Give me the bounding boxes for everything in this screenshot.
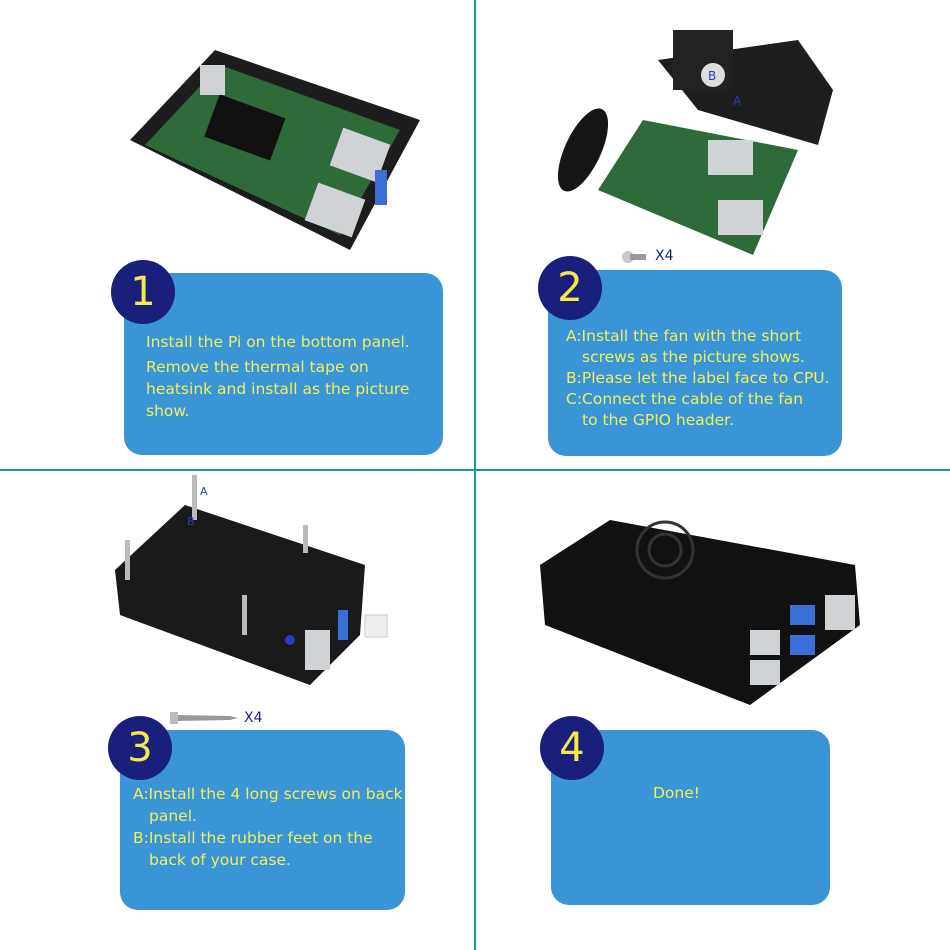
- step-line: back of your case.: [149, 851, 291, 869]
- label-b: B: [187, 515, 195, 528]
- screw-count: X4: [244, 710, 263, 726]
- step-line: B:Install the rubber feet on the: [133, 829, 373, 847]
- short-screw-icon: [622, 251, 646, 263]
- step-line: C:Connect the cable of the fan: [566, 390, 804, 408]
- horizontal-divider: [0, 469, 950, 471]
- step-line: B:Please let the label face to CPU.: [566, 369, 830, 387]
- screw-count: X4: [655, 248, 674, 264]
- vertical-divider: [474, 0, 476, 950]
- step-line: Remove the thermal tape on: [146, 358, 369, 376]
- step-3-text: A:Install the 4 long screws on back pane…: [133, 783, 403, 871]
- step-line: Install the Pi on the bottom panel.: [146, 333, 410, 351]
- step-line: A:Install the fan with the short: [566, 327, 802, 345]
- step-line: heatsink and install as the picture: [146, 380, 410, 398]
- step-line: show.: [146, 402, 190, 420]
- finished-case-image: [540, 520, 860, 705]
- step-4-number: 4: [540, 716, 604, 780]
- long-screw-icon: [170, 712, 238, 724]
- step-3-number: 3: [108, 716, 172, 780]
- label-b: B: [708, 69, 716, 83]
- step-2-number: 2: [538, 256, 602, 320]
- step-1-number: 1: [111, 260, 175, 324]
- step-2-text: A:Install the fan with the short screws …: [566, 326, 830, 431]
- step-4-text: Done!: [653, 784, 700, 802]
- step-1-box: Install the Pi on the bottom panel. Remo…: [124, 273, 443, 455]
- step-line: A:Install the 4 long screws on back: [133, 785, 403, 803]
- label-a: A: [733, 94, 742, 108]
- step-1-text: Install the Pi on the bottom panel. Remo…: [146, 331, 410, 422]
- back-panel-screws-image: A B: [115, 475, 388, 685]
- fan-installation-image: B A: [557, 30, 833, 255]
- step-line: to the GPIO header.: [582, 411, 735, 429]
- step-line: panel.: [149, 807, 197, 825]
- pi-on-bottom-panel-image: [130, 50, 420, 250]
- label-a: A: [200, 485, 208, 498]
- step-line: screws as the picture shows.: [582, 348, 805, 366]
